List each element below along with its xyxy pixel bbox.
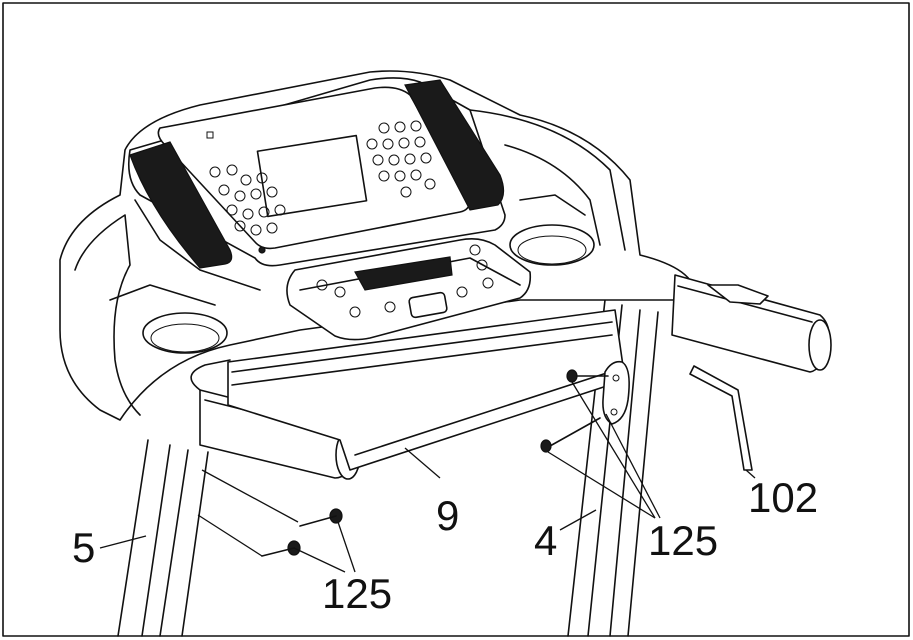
allen-key (689, 365, 753, 471)
left-program-buttons (209, 164, 286, 236)
left-bolts (261, 508, 343, 557)
right-cup-holder (509, 224, 595, 266)
console-display-window (256, 134, 368, 218)
label-part-102: 102 (748, 474, 818, 521)
right-hand-pulse-sensor (707, 284, 769, 305)
right-bolts (540, 369, 609, 453)
console-indicator-square (206, 131, 214, 139)
keypad-buttons (316, 244, 494, 318)
crossbar-tube (227, 309, 626, 471)
label-part-4: 4 (534, 517, 557, 564)
lower-control-keypad (286, 238, 532, 341)
label-part-125-left: 125 (322, 570, 392, 617)
console-indicator-dot (258, 246, 266, 254)
right-speaker-grille (404, 79, 505, 211)
right-program-buttons (366, 120, 436, 198)
keypad-center-button (408, 291, 448, 319)
right-handlebar (671, 274, 832, 373)
keypad-display (354, 256, 453, 291)
label-part-9: 9 (436, 492, 459, 539)
left-upright-post (117, 439, 209, 637)
right-mounting-plate (602, 360, 630, 425)
leader-lines (99, 381, 756, 573)
left-speaker-grille (129, 141, 233, 269)
left-cup-holder (142, 312, 228, 354)
label-part-125-right: 125 (648, 517, 718, 564)
upper-console-panel (127, 77, 506, 269)
label-part-5: 5 (72, 524, 95, 571)
